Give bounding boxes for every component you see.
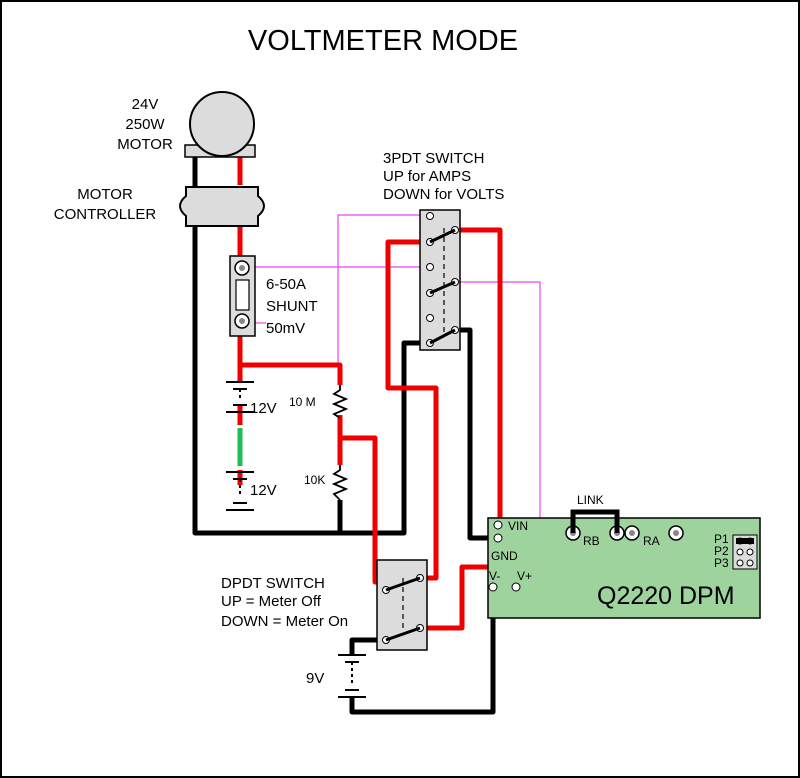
shunt-label-range: 6-50A: [266, 276, 306, 293]
shunt-label-mv: 50mV: [266, 320, 305, 337]
dpm-name-label: Q2220 DPM: [597, 582, 735, 610]
controller-label-line1: MOTOR: [77, 186, 133, 203]
battery-bottom-label: 12V: [250, 482, 277, 499]
resistor-10k-label: 10K: [304, 473, 325, 487]
dpm-ra-label: RA: [643, 534, 660, 548]
resistor-10k: [331, 465, 349, 501]
resistor-10m-label: 10 M: [289, 395, 316, 409]
resistor-10m: [331, 385, 349, 419]
shunt-label-name: SHUNT: [266, 298, 318, 315]
diagram-title: VOLTMETER MODE: [248, 25, 518, 57]
dpm-vplus-label: V+: [517, 569, 532, 583]
dpm-p3-label: P3: [714, 556, 729, 570]
battery-top-label: 12V: [250, 400, 277, 417]
dpm-vminus-label: V-: [489, 569, 500, 583]
red-wires: [237, 155, 519, 631]
dpdt-label-down: DOWN = Meter On: [221, 613, 348, 630]
dpm-vin-label: VIN: [508, 519, 528, 533]
motor-label-name: MOTOR: [117, 136, 173, 153]
motor-controller: [179, 186, 265, 227]
dpm-p2-label: P2: [714, 544, 729, 558]
switch-dpdt: [376, 559, 428, 651]
dpm-module: [487, 517, 761, 619]
battery-9v: [338, 654, 366, 698]
dpm-link-label: LINK: [577, 493, 604, 507]
switch3-label-down: DOWN for VOLTS: [383, 186, 504, 203]
switch3-label-up: UP for AMPS: [383, 168, 471, 185]
switch3-label-name: 3PDT SWITCH: [383, 150, 484, 167]
switch-3pdt: [419, 209, 461, 351]
black-wires: [192, 155, 497, 715]
dpm-rb-label: RB: [583, 534, 600, 548]
pink-sense-wires: [255, 214, 541, 539]
motor-label-voltage: 24V: [132, 96, 159, 113]
battery-12v-bottom: [226, 471, 254, 511]
link-jumper-wire: [570, 509, 620, 533]
dpdt-label-name: DPDT SWITCH: [221, 575, 325, 592]
motor: [184, 91, 256, 158]
battery-12v-top: [226, 381, 254, 413]
dpdt-label-up: UP = Meter Off: [221, 593, 322, 610]
shunt: [229, 255, 256, 337]
motor-label-power: 250W: [125, 116, 165, 133]
controller-label-line2: CONTROLLER: [54, 206, 157, 223]
battery-9v-label: 9V: [306, 670, 324, 687]
dpm-gnd-label: GND: [491, 549, 518, 563]
dpm-p1-label: P1: [714, 532, 729, 546]
